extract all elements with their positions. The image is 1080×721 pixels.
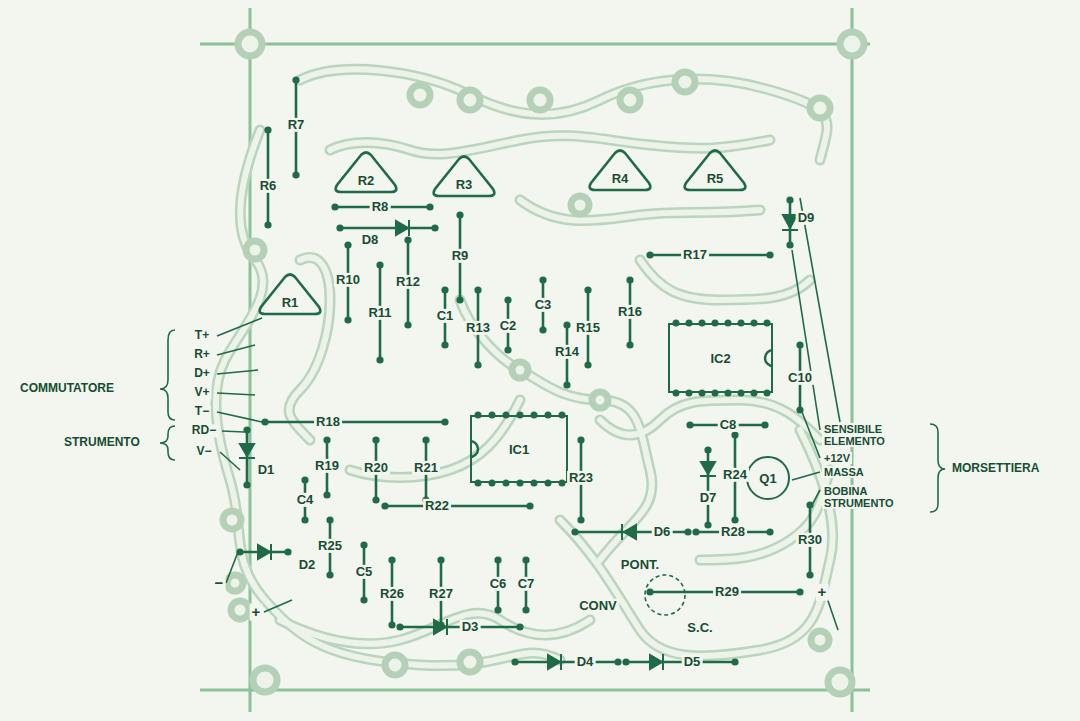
component-label: R17 (681, 248, 709, 262)
component-label: C5 (354, 565, 375, 579)
component-label: C1 (435, 309, 456, 323)
component-label: R25 (316, 539, 344, 553)
component-label: R5 (707, 171, 724, 186)
component-label: R19 (313, 459, 341, 473)
component-label: R30 (796, 533, 824, 547)
component-label: R21 (412, 461, 440, 475)
ic-symbol: IC1 (470, 415, 568, 483)
polarity-label: + (250, 604, 263, 621)
component-label: R22 (423, 499, 451, 513)
terminal-label: V+ (192, 386, 211, 399)
component-label: IC1 (509, 442, 529, 457)
terminal-label: BOBINA STRUMENTO (822, 485, 906, 509)
terminal-label: T+ (193, 329, 211, 342)
terminal-label: D+ (192, 367, 212, 380)
component-label: D3 (460, 620, 481, 634)
component-label: R9 (450, 249, 471, 263)
component-label: R29 (713, 585, 741, 599)
trimmer-symbol: R2 (331, 150, 401, 194)
component-label: R15 (574, 321, 602, 335)
component-label: R27 (427, 587, 455, 601)
terminal-label: RD− (190, 424, 218, 437)
component-label: D5 (682, 655, 703, 669)
component-label: C10 (786, 371, 814, 385)
component-label: C8 (718, 418, 739, 432)
component-label: R4 (612, 171, 629, 186)
component-label: D8 (360, 233, 381, 247)
component-label: D6 (652, 525, 673, 539)
terminal-label: +12V (822, 452, 852, 464)
component-label: R28 (719, 525, 747, 539)
component-label: R23 (567, 471, 595, 485)
component-label: IC2 (710, 351, 730, 366)
component-label: R10 (334, 273, 362, 287)
component-label: D1 (256, 463, 277, 477)
component-label: R26 (378, 587, 406, 601)
group-label: STRUMENTO (62, 436, 142, 449)
component-label: R6 (258, 179, 279, 193)
component-label: R7 (286, 118, 307, 132)
component-label: D9 (796, 211, 817, 225)
transistor-symbol: Q1 (746, 456, 790, 500)
component-label: R18 (314, 415, 342, 429)
component-label: R24 (721, 468, 749, 482)
component-label: CONV (577, 599, 619, 613)
group-label: MORSETTIERA (950, 462, 1041, 475)
component-label: R14 (553, 345, 581, 359)
component-label: R16 (616, 305, 644, 319)
component-label: S.C. (685, 621, 714, 635)
component-label: C2 (498, 319, 519, 333)
terminal-label: SENSIBILE ELEMENTO (822, 423, 906, 447)
component-label: R2 (358, 173, 375, 188)
component-label: D4 (575, 655, 596, 669)
polarity-label: + (816, 584, 829, 601)
trimmer-symbol: R5 (680, 148, 750, 192)
component-label: R11 (366, 306, 393, 320)
trimmer-symbol: R1 (255, 272, 325, 316)
component-label: C7 (516, 577, 537, 591)
terminal-label: R+ (192, 348, 212, 361)
group-label: COMMUTATORE (18, 382, 116, 395)
component-label: R13 (464, 321, 492, 335)
component-label: D7 (698, 491, 719, 505)
trimmer-symbol: R4 (585, 148, 655, 192)
component-label: R12 (394, 275, 422, 289)
component-label: R8 (370, 200, 391, 214)
component-label: C4 (295, 493, 316, 507)
component-label: R20 (362, 461, 390, 475)
ic-symbol: IC2 (668, 323, 773, 393)
trimmer-symbol: R3 (429, 154, 499, 198)
terminal-label: T− (193, 405, 211, 418)
polarity-label: − (213, 575, 226, 592)
component-label: Q1 (759, 471, 776, 486)
component-label: R1 (282, 295, 299, 310)
component-label: PONT. (619, 558, 661, 572)
component-label: D2 (297, 558, 318, 572)
terminal-label: V− (194, 445, 213, 458)
component-label: C3 (533, 298, 554, 312)
terminal-label: MASSA (822, 466, 866, 478)
component-label: R3 (456, 177, 473, 192)
component-label: C6 (488, 577, 509, 591)
